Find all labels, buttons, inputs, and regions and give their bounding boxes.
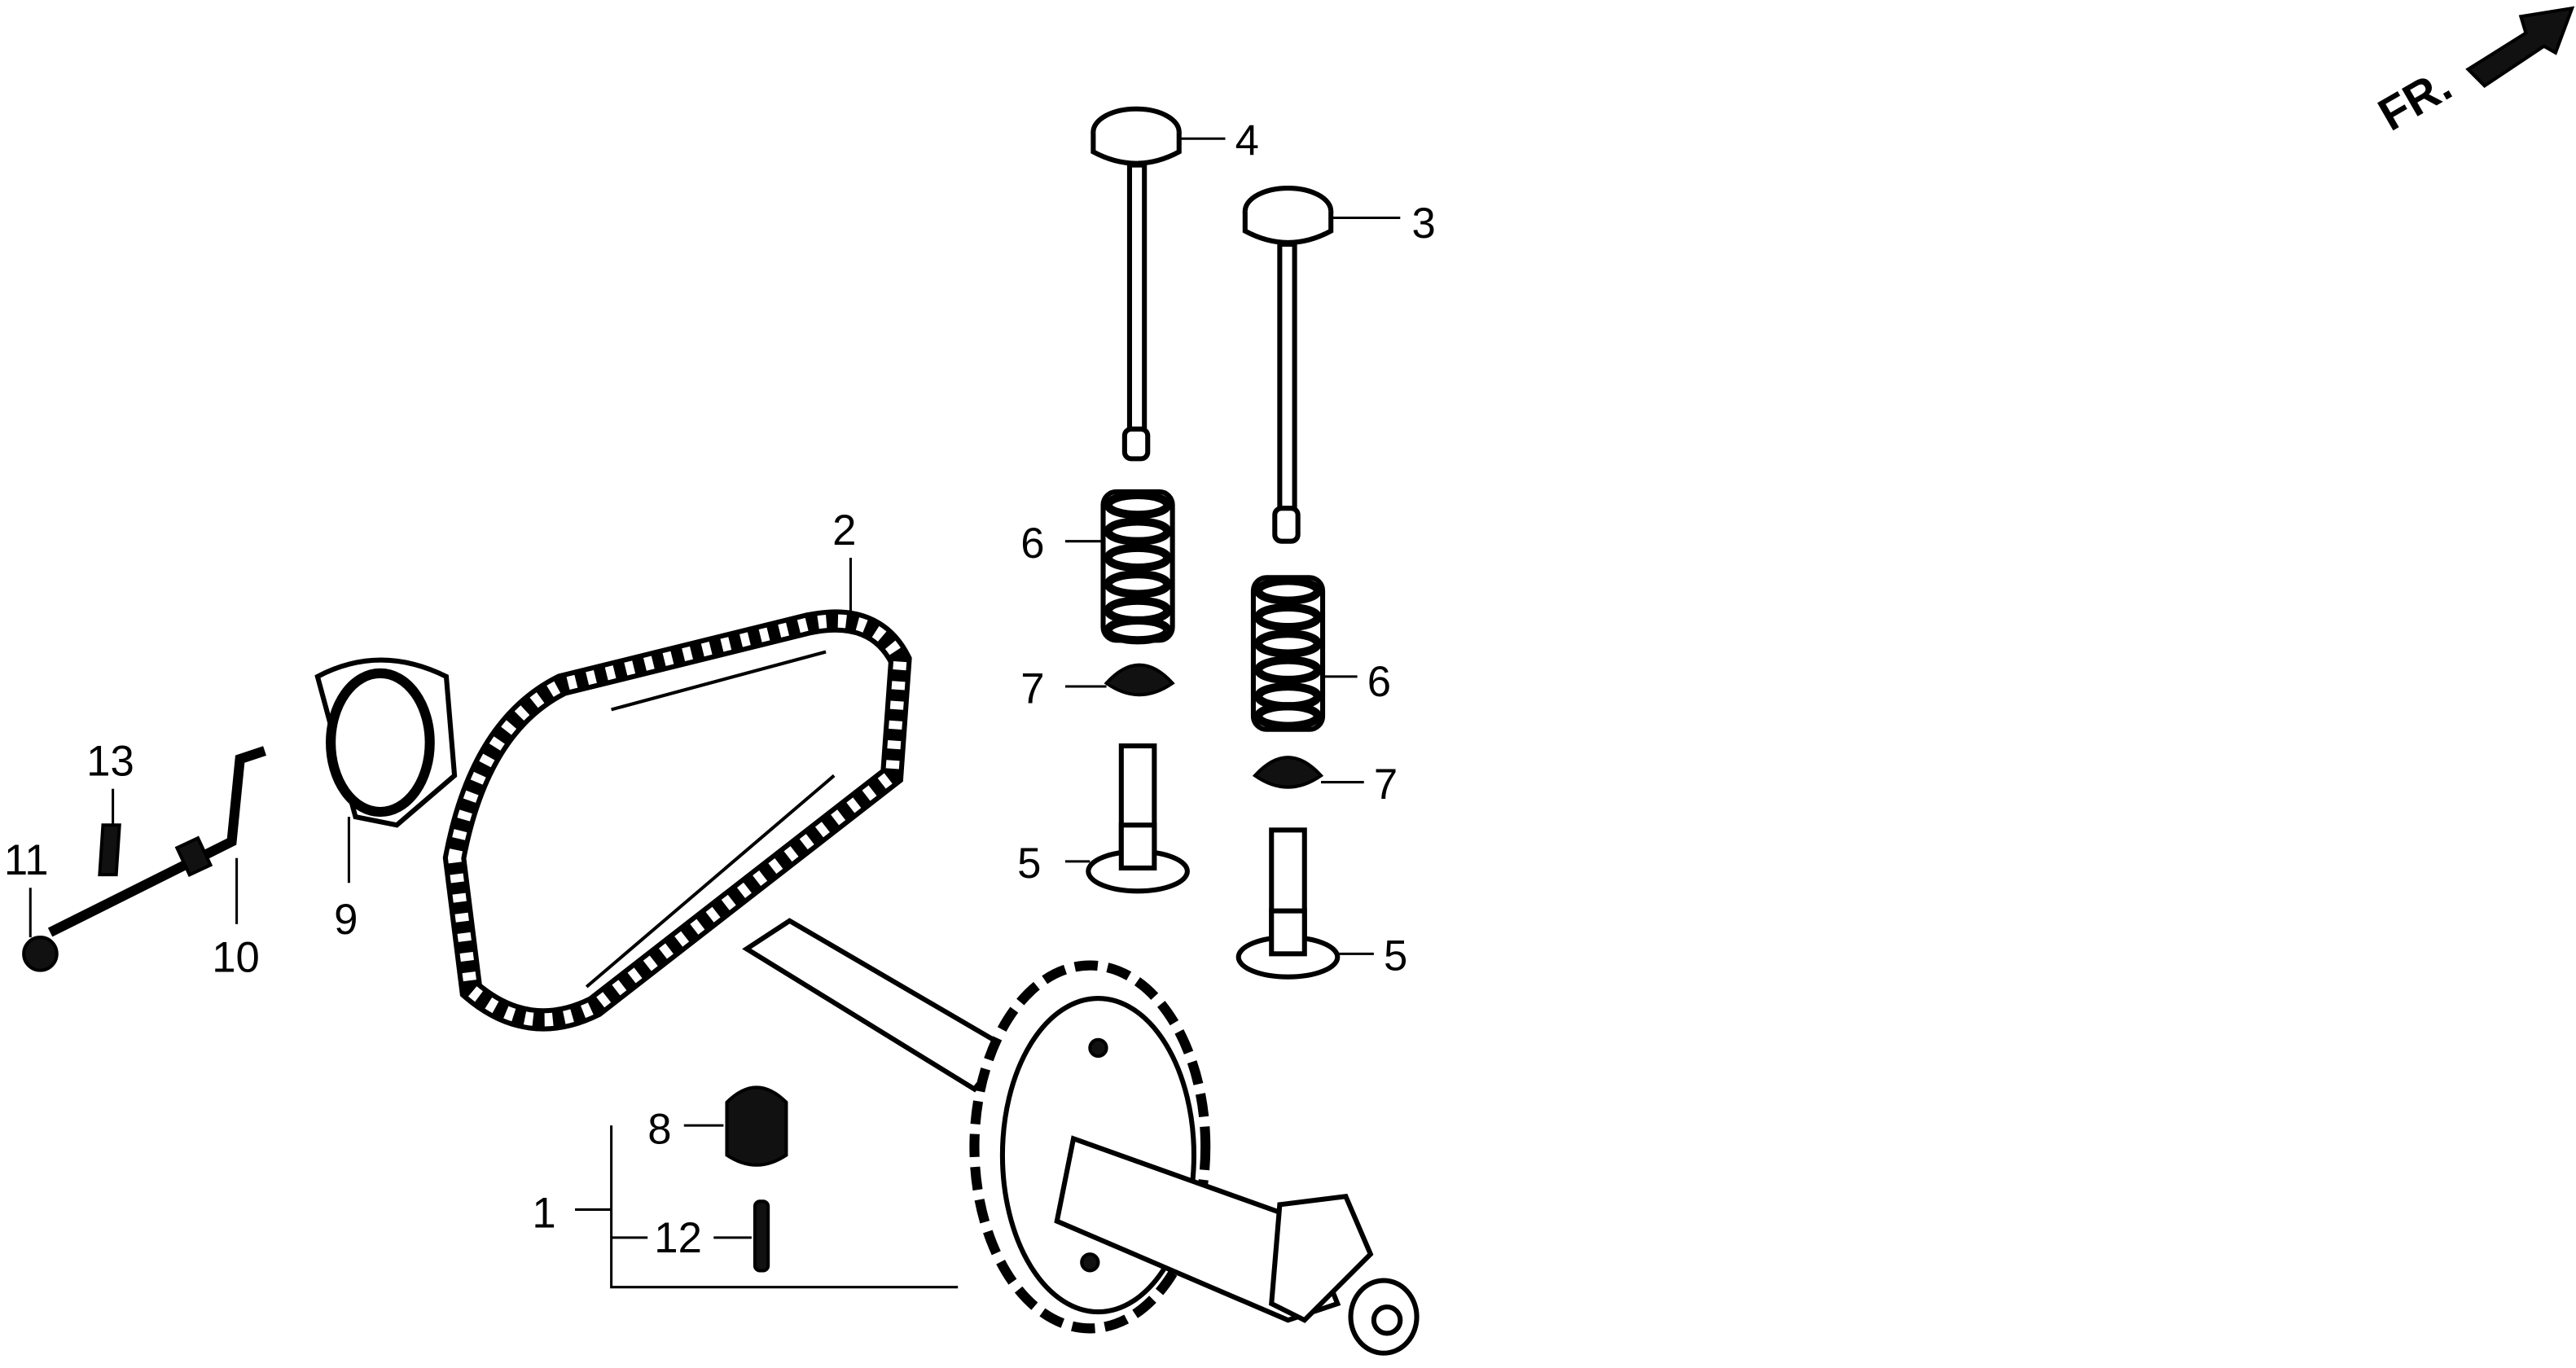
callout-3: 3	[1411, 200, 1435, 248]
front-direction-arrow: FR.	[2370, 6, 2575, 141]
callout-5b: 5	[1384, 932, 1407, 980]
valve-exhaust	[1242, 185, 1334, 544]
callout-8: 8	[647, 1105, 671, 1153]
callout-6a: 6	[1020, 520, 1044, 568]
callout-2: 2	[832, 506, 856, 555]
valve-intake	[1091, 106, 1182, 462]
callout-7b: 7	[1374, 761, 1398, 809]
callout-13: 13	[86, 737, 134, 785]
decompressor-shaft	[47, 746, 266, 937]
callout-11: 11	[4, 836, 49, 884]
seal-holder	[314, 657, 458, 828]
callout-4: 4	[1235, 116, 1259, 164]
valve-spring-1	[1100, 489, 1175, 645]
fr-label: FR.	[2370, 59, 2460, 141]
nut	[22, 936, 59, 972]
spring-clip	[98, 823, 121, 877]
callout-12: 12	[654, 1214, 702, 1262]
leader-lines	[29, 137, 1401, 1289]
callout-5a: 5	[1017, 840, 1041, 888]
spring-retainer-1	[1104, 663, 1175, 697]
spring-retainer-2	[1252, 756, 1324, 789]
arrow-icon	[2465, 6, 2575, 88]
callout-7a: 7	[1020, 664, 1044, 712]
callout-10: 10	[212, 934, 260, 982]
valve-lifter-1	[1086, 743, 1190, 894]
pin	[753, 1199, 770, 1273]
cam-weight	[725, 1085, 788, 1167]
valve-spring-2	[1250, 575, 1326, 732]
callout-6b: 6	[1367, 658, 1391, 706]
callout-1: 1	[532, 1190, 555, 1238]
valve-lifter-2	[1235, 827, 1341, 980]
callout-9: 9	[334, 896, 358, 944]
cam-chain	[442, 609, 912, 1032]
camshaft	[742, 918, 1420, 1356]
